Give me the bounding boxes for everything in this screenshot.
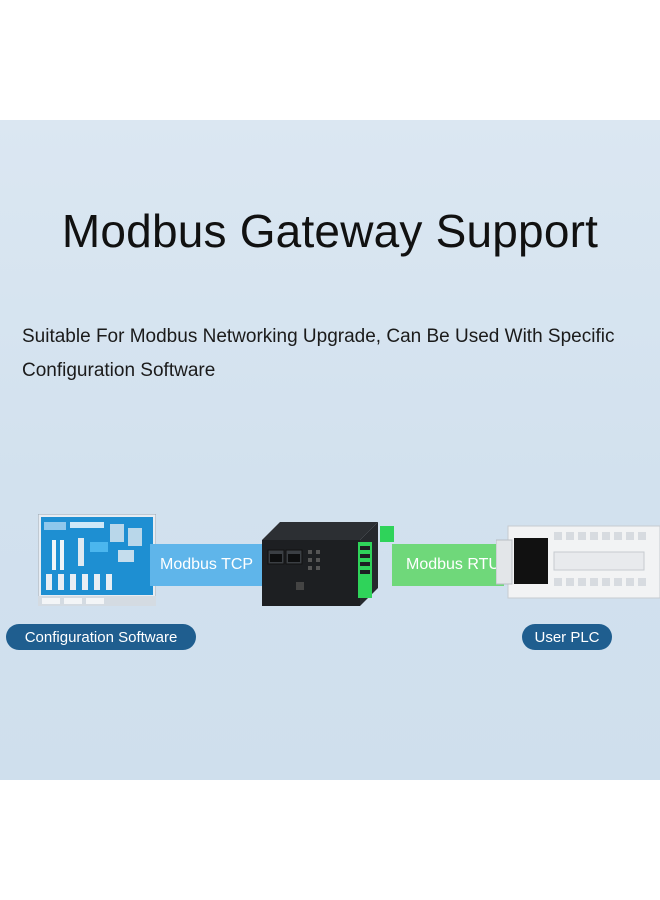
modbus-rtu-link: Modbus RTU xyxy=(392,544,504,586)
configuration-software-badge: Configuration Software xyxy=(6,624,196,650)
user-plc-label: User PLC xyxy=(534,628,600,646)
modbus-gateway-device-icon xyxy=(262,522,394,606)
modbus-tcp-link: Modbus TCP xyxy=(150,544,270,586)
modbus-rtu-label: Modbus RTU xyxy=(406,556,500,573)
page-subtitle: Suitable For Modbus Networking Upgrade, … xyxy=(22,326,615,381)
product-panel: Modbus Gateway Support Suitable For Modb… xyxy=(0,120,660,780)
configuration-software-screen-icon xyxy=(38,514,156,606)
user-plc-badge: User PLC xyxy=(522,624,612,650)
plc-device-icon xyxy=(496,525,660,599)
page-title: Modbus Gateway Support xyxy=(61,205,599,257)
configuration-software-label: Configuration Software xyxy=(24,628,178,646)
modbus-tcp-label: Modbus TCP xyxy=(160,556,254,573)
